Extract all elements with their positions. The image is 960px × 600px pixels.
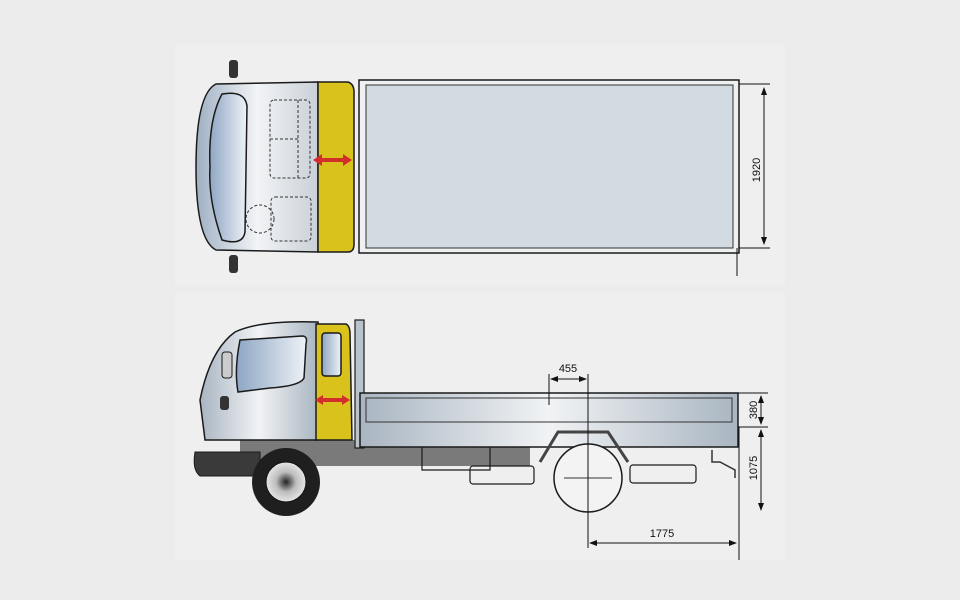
side-mirror-icon bbox=[221, 351, 233, 379]
cab-window bbox=[235, 335, 308, 393]
front-bumper bbox=[193, 451, 261, 477]
dimension-455 bbox=[548, 374, 589, 548]
dim-label-1775: 1775 bbox=[650, 528, 674, 540]
extension-arrow-icon bbox=[313, 154, 352, 166]
top-view: 1920 bbox=[195, 60, 770, 276]
mirror-icon bbox=[229, 60, 238, 273]
cab-extension-highlight bbox=[317, 81, 355, 253]
extension-side-arrow-icon bbox=[315, 395, 350, 405]
side-view: 455 380 1075 1775 bbox=[193, 319, 768, 560]
dim-label-1920: 1920 bbox=[751, 158, 763, 182]
dim-label-455: 455 bbox=[559, 363, 577, 375]
seat-outlines bbox=[245, 99, 312, 242]
dim-label-380: 380 bbox=[748, 401, 760, 419]
front-wheel bbox=[252, 448, 320, 516]
dimension-heights bbox=[738, 392, 768, 560]
windshield bbox=[209, 92, 248, 243]
dim-label-1075: 1075 bbox=[748, 456, 760, 480]
dimension-bed-width bbox=[736, 83, 770, 276]
